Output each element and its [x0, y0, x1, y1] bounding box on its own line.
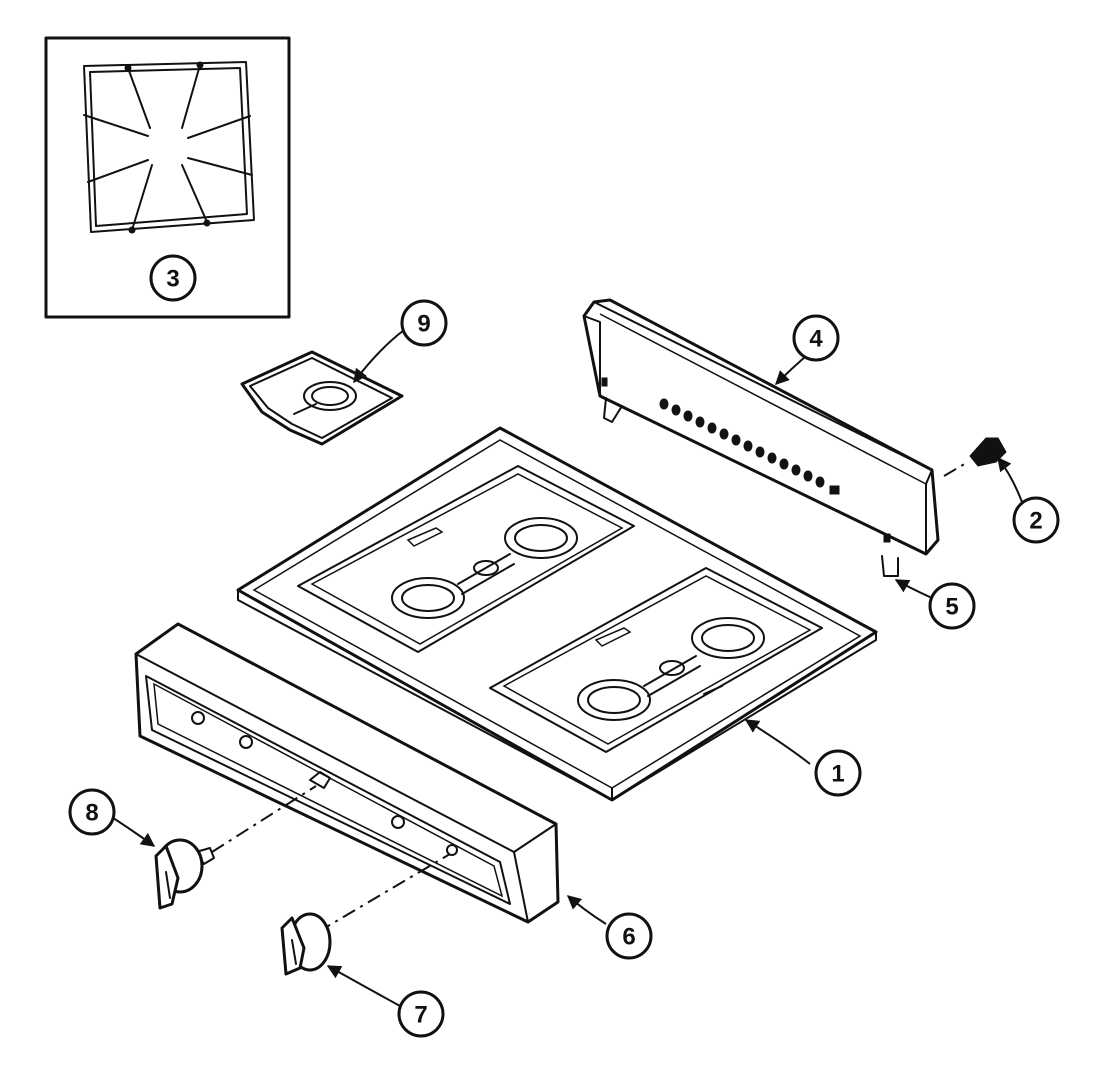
- callout-label: 8: [85, 800, 98, 827]
- callout-8: 8: [68, 788, 116, 836]
- callout-label: 4: [809, 326, 823, 353]
- callout-9: 9: [400, 299, 448, 347]
- callout-label: 1: [831, 761, 844, 788]
- leader-4: [775, 355, 807, 385]
- callout-5: 5: [928, 582, 976, 630]
- callout-label: 2: [1029, 508, 1042, 535]
- drip-pan: [240, 350, 404, 446]
- leader-8: [109, 815, 156, 847]
- leader-1: [744, 719, 811, 765]
- callout-label: 9: [417, 311, 430, 338]
- cooktop: [236, 426, 878, 802]
- callout-label: 3: [166, 266, 179, 293]
- leader-lines: [109, 329, 1023, 1007]
- control-panel: [134, 622, 560, 924]
- leader-5: [894, 579, 933, 599]
- callout-3: 3: [149, 254, 197, 302]
- callout-label: 6: [622, 924, 635, 951]
- backguard-bracket: [881, 555, 899, 577]
- leader-2: [997, 456, 1023, 503]
- callout-2: 2: [1012, 496, 1060, 544]
- knob-with-stem: [154, 785, 317, 910]
- backguard-holes: [659, 398, 840, 495]
- callout-7: 7: [397, 990, 445, 1038]
- backguard: [582, 298, 940, 556]
- leader-9: [353, 329, 405, 384]
- callout-label: 7: [414, 1002, 427, 1029]
- leader-6: [566, 895, 607, 925]
- knob: [280, 853, 451, 976]
- burner-grate: [83, 61, 255, 234]
- leader-7: [326, 965, 401, 1007]
- callout-6: 6: [605, 912, 653, 960]
- callout-label: 5: [945, 594, 958, 621]
- end-cap: [943, 437, 1007, 477]
- callout-4: 4: [792, 314, 840, 362]
- callout-1: 1: [814, 749, 862, 797]
